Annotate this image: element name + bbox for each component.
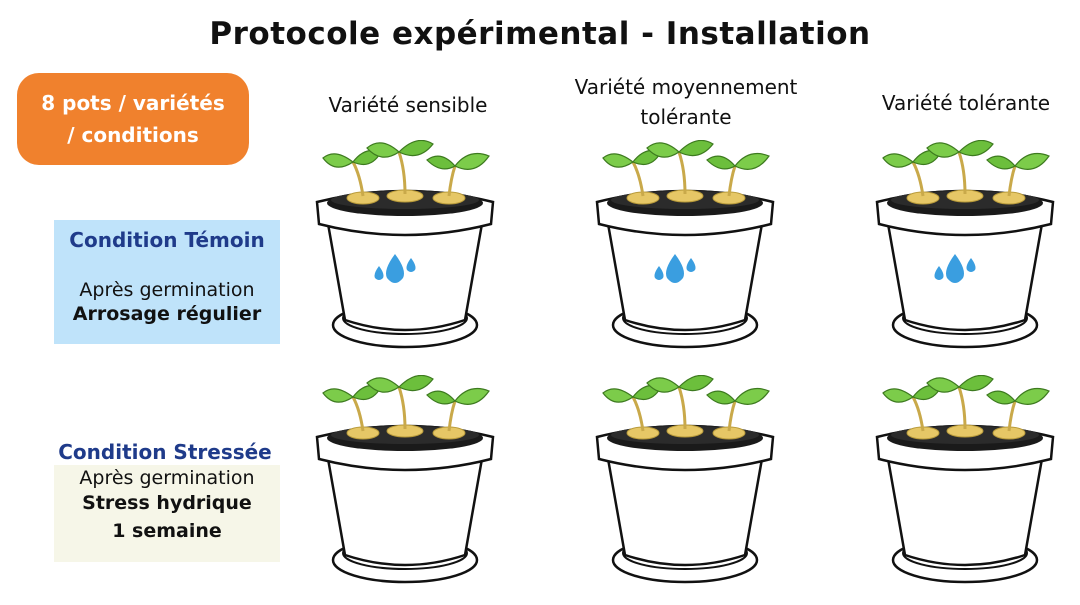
badge-line-1: 8 pots / variétés <box>41 91 225 115</box>
condition-temoin-line-2: Arrosage régulier <box>72 303 262 325</box>
condition-temoin-heading: Condition Témoin <box>69 228 265 252</box>
pot-stress-tolerante <box>875 375 1055 584</box>
badge-line-2: / conditions <box>67 123 199 147</box>
condition-stress-heading: Condition Stressée <box>58 440 272 464</box>
variety-label-sensible: Variété sensible <box>328 93 488 117</box>
pot-stress-sensible <box>315 375 495 584</box>
condition-temoin-box: Condition Témoin Après germination Arros… <box>54 220 280 344</box>
variety-label-moyenne: Variété moyennement tolérante <box>574 75 798 129</box>
condition-stress-line-2: Stress hydrique <box>82 492 252 514</box>
pot-stress-moyenne <box>595 375 775 584</box>
pots-count-badge: 8 pots / variétés / conditions <box>17 73 249 165</box>
condition-stress-line-1: Après germination <box>79 467 255 489</box>
page-title: Protocole expérimental - Installation <box>209 16 871 52</box>
condition-stress-line-3: 1 semaine <box>112 520 222 542</box>
condition-temoin-line-1: Après germination <box>79 279 255 301</box>
pot-temoin-tolerante <box>875 140 1055 349</box>
condition-stress-box: Après germination Stress hydrique 1 sema… <box>54 465 280 562</box>
variety-label-tolerante: Variété tolérante <box>881 91 1051 115</box>
pot-temoin-moyenne <box>595 140 775 349</box>
pot-temoin-sensible <box>315 140 495 349</box>
